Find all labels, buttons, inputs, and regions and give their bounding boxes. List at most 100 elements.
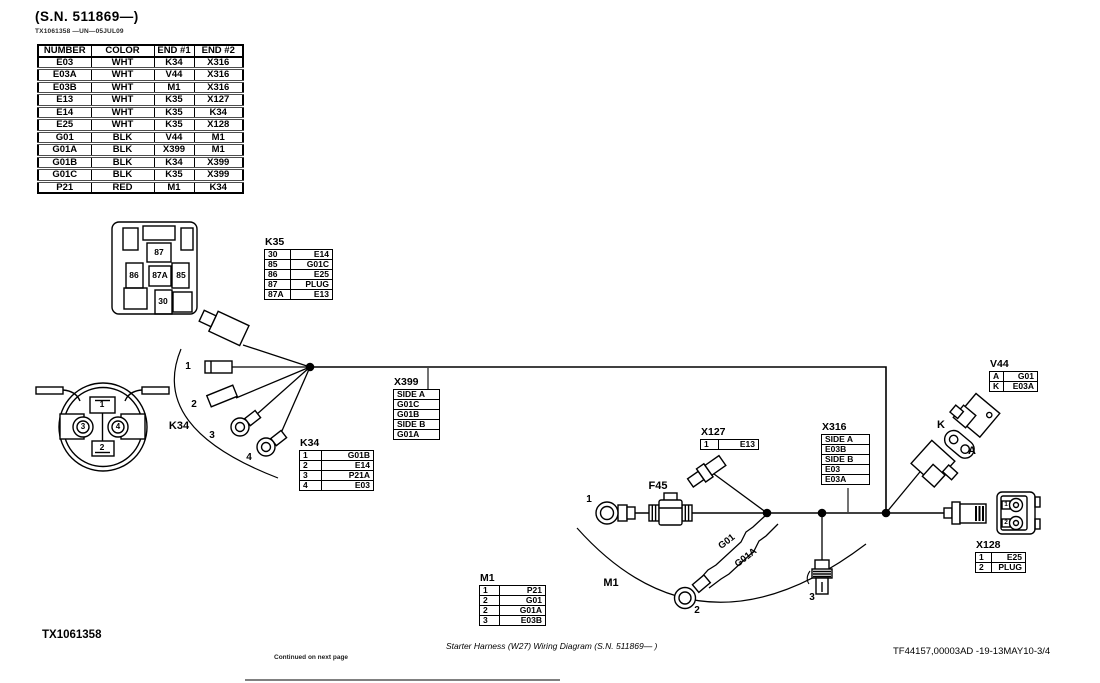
cell: E03B <box>821 443 870 455</box>
f45-fuse-assembly <box>595 492 693 526</box>
cell: 85 <box>264 258 291 270</box>
cell: G01A <box>393 428 440 440</box>
cell: SIDE A <box>393 388 440 400</box>
cell: E14 <box>37 105 92 120</box>
x128-face-pin-2-label: 2 <box>1004 519 1008 526</box>
relay-terminal-87a-label: 87A <box>152 270 168 280</box>
cell: 3 <box>479 614 500 626</box>
cell: X399 <box>153 143 195 158</box>
cell: WHT <box>90 105 155 120</box>
cell: E25 <box>37 118 92 133</box>
cell: X127 <box>193 93 244 108</box>
cell: 86 <box>264 268 291 280</box>
cell: G01 <box>37 130 92 145</box>
junction-dots <box>305 362 891 518</box>
col-header: COLOR <box>90 44 155 58</box>
col-header: NUMBER <box>37 44 92 58</box>
diode-a-label: A <box>968 445 976 457</box>
image-tag: TX1061358 —UN—05JUL09 <box>35 28 124 35</box>
cell: K35 <box>153 93 195 108</box>
ring-terminal-1-label: 1 <box>586 494 592 505</box>
figure-caption: Starter Harness (W27) Wiring Diagram (S.… <box>446 641 658 651</box>
cell: BLK <box>90 155 155 170</box>
cell: P21 <box>499 584 546 596</box>
table-header-row: NUMBER COLOR END #1 END #2 <box>37 44 244 58</box>
cell: E03B <box>37 80 92 95</box>
cell: X316 <box>193 80 244 95</box>
fan-wires <box>232 344 311 434</box>
cell: 2 <box>479 604 500 616</box>
figure-id: TX1061358 <box>42 629 102 641</box>
x128-connector-drawing <box>943 491 1041 535</box>
cell: P21A <box>321 469 374 481</box>
cell: V44 <box>153 130 195 145</box>
cell: PLUG <box>991 561 1026 573</box>
cell: A <box>989 370 1004 382</box>
cell: X128 <box>193 118 244 133</box>
m1-group-label: M1 <box>603 577 619 589</box>
cell: K34 <box>193 105 244 120</box>
k34-connector-face <box>35 382 170 472</box>
cell: E14 <box>321 459 374 471</box>
k34-face-pin-2-label: 2 <box>99 442 105 452</box>
fan-terminals <box>198 309 288 457</box>
relay-terminal-86-label: 86 <box>129 270 139 280</box>
callout-title: M1 <box>480 572 495 584</box>
cell: M1 <box>193 143 244 158</box>
cell: G01C <box>290 258 333 270</box>
cell: E03B <box>499 614 546 626</box>
cell: P21 <box>37 180 92 194</box>
cell: X399 <box>193 168 244 183</box>
relay-terminal-30-label: 30 <box>158 296 168 306</box>
cell: E13 <box>718 438 759 450</box>
cell: WHT <box>90 68 155 83</box>
cell: M1 <box>193 130 244 145</box>
callout-title: X128 <box>976 539 1001 551</box>
cell: M1 <box>153 80 195 95</box>
cell: RED <box>90 180 155 194</box>
cell: E03 <box>37 56 92 70</box>
cell: K <box>989 380 1004 392</box>
cell: E03A <box>37 68 92 83</box>
f45-fuse-label: F45 <box>648 480 668 492</box>
cell: 30 <box>264 248 291 260</box>
cell: WHT <box>90 118 155 133</box>
relay-terminal-85-label: 85 <box>176 270 186 280</box>
spade-terminal-3-label: 3 <box>809 592 815 603</box>
cell: 2 <box>299 459 322 471</box>
cell: 3 <box>299 469 322 481</box>
callout-table: SIDE A G01C G01B SIDE B G01A <box>393 388 440 440</box>
cell: PLUG <box>290 278 333 290</box>
fan-wire-2-label: 2 <box>191 399 197 410</box>
document-reference: TF44157,00003AD -19-13MAY10-3/4 <box>893 646 1051 657</box>
cell: G01 <box>1003 370 1038 382</box>
cell: E03A <box>1003 380 1038 392</box>
x127-terminal <box>686 454 727 488</box>
table-row: SIDE B <box>393 418 440 430</box>
cell: K35 <box>153 168 195 183</box>
fan-wire-1-label: 1 <box>185 361 191 372</box>
cell: E25 <box>991 551 1026 563</box>
cell: G01B <box>393 408 440 420</box>
